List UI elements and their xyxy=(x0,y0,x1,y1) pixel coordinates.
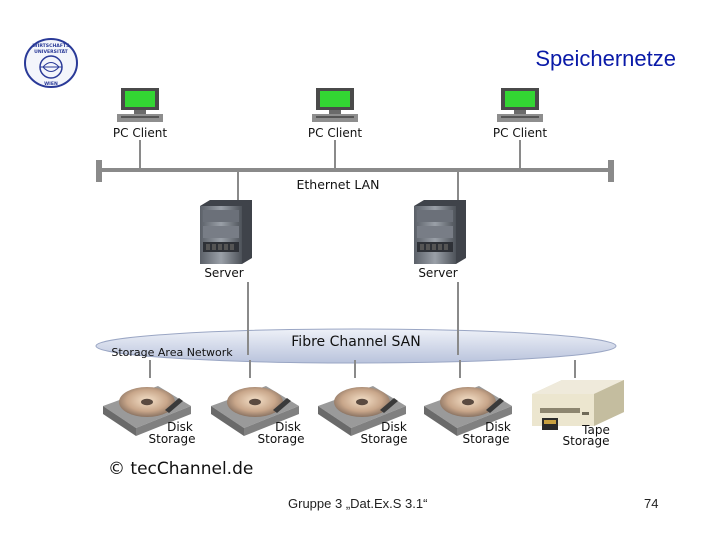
page-number: 74 xyxy=(644,496,659,511)
logo-text-2: UNIVERSITÄT xyxy=(34,48,69,55)
server-label: Server xyxy=(204,266,243,280)
disk-label-line2: Storage xyxy=(149,432,196,446)
disk-label-line1: Disk xyxy=(381,420,407,434)
hard-disk-icon xyxy=(211,386,299,436)
san-label: Fibre Channel SAN xyxy=(291,334,420,350)
logo-text-3: WIEN xyxy=(44,81,58,87)
pc-client-label: PC Client xyxy=(308,126,362,140)
disk-label-line1: Disk xyxy=(485,420,511,434)
tape-label-line1: Tape xyxy=(581,423,610,437)
page-title: Speichernetze xyxy=(535,46,676,71)
hard-disk-icon xyxy=(318,386,406,436)
pc-client-label: PC Client xyxy=(113,126,167,140)
ethernet-lan-bus xyxy=(96,160,614,182)
university-logo: WIRTSCHAFTS UNIVERSITÄT WIEN xyxy=(24,38,78,88)
logo-text-1: WIRTSCHAFTS xyxy=(33,43,70,49)
disk-label-line1: Disk xyxy=(167,420,193,434)
server-icon xyxy=(414,200,466,264)
pc-client-icon xyxy=(312,88,358,122)
san-caption: Storage Area Network xyxy=(111,346,233,359)
footer-group: Gruppe 3 „Dat.Ex.S 3.1“ xyxy=(288,496,428,511)
disk-label-line1: Disk xyxy=(275,420,301,434)
disk-label-line2: Storage xyxy=(361,432,408,446)
pc-client-icon xyxy=(117,88,163,122)
tape-drive-icon xyxy=(532,380,624,430)
server-label: Server xyxy=(418,266,457,280)
hard-disk-icon xyxy=(103,386,191,436)
tape-label-line2: Storage xyxy=(563,434,610,448)
disk-label-line2: Storage xyxy=(463,432,510,446)
pc-client-icon xyxy=(497,88,543,122)
ethernet-lan-label: Ethernet LAN xyxy=(297,177,380,192)
pc-client-label: PC Client xyxy=(493,126,547,140)
hard-disk-icon xyxy=(424,386,512,436)
copyright-text: © tecChannel.de xyxy=(108,459,253,479)
server-icon xyxy=(200,200,252,264)
disk-label-line2: Storage xyxy=(258,432,305,446)
